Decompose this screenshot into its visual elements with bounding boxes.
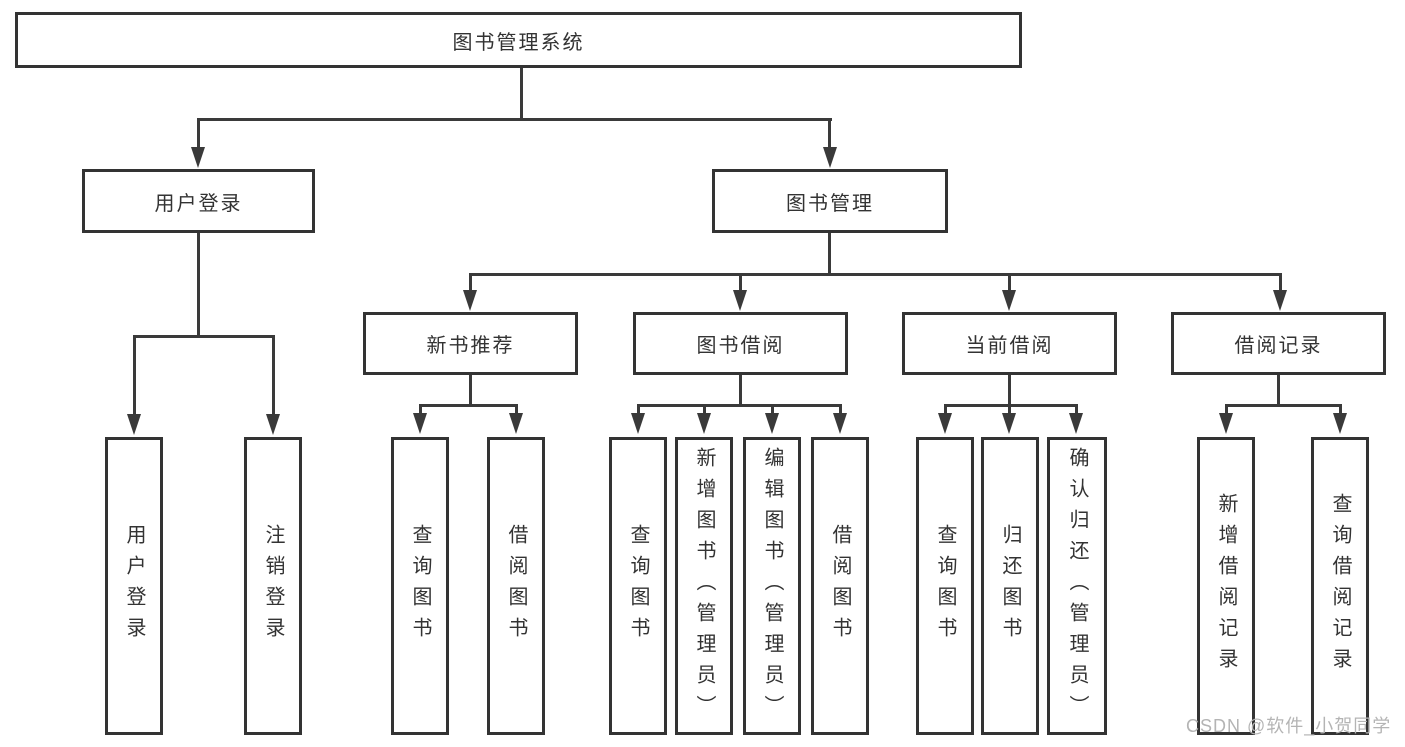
leaf-add-borrow-record-label: 新增借阅记录 [1215, 493, 1237, 679]
connector-current-bus [944, 404, 1078, 407]
connector-book-mgmt-stem [828, 233, 831, 273]
arrow-down-icon [509, 413, 523, 434]
connector-records-bus [1225, 404, 1342, 407]
arrow-down-icon [938, 413, 952, 434]
connector-user-login-bus [133, 335, 275, 338]
leaf-logout: 注销登录 [244, 437, 302, 735]
leaf-confirm-return-admin-label: 确认归还（管理员） [1066, 446, 1088, 726]
leaf-return-books: 归还图书 [981, 437, 1039, 735]
connector-user-login-stem [197, 233, 200, 335]
leaf-borrow-books-borrowing: 借阅图书 [811, 437, 869, 735]
node-current-borrowing-label: 当前借阅 [965, 335, 1054, 357]
leaf-user-login: 用户登录 [105, 437, 163, 735]
leaf-confirm-return-admin: 确认归还（管理员） [1047, 437, 1107, 735]
leaf-edit-books-admin: 编辑图书（管理员） [743, 437, 801, 735]
arrow-down-icon [1002, 413, 1016, 434]
leaf-edit-books-admin-label: 编辑图书（管理员） [761, 446, 783, 726]
leaf-borrow-books-recommend-label: 借阅图书 [505, 524, 527, 648]
connector-drop-leaf [703, 404, 706, 416]
connector-root-stem [520, 68, 523, 118]
leaf-query-borrow-record-label: 查询借阅记录 [1329, 493, 1351, 679]
arrow-down-icon [1273, 290, 1287, 311]
connector-book-mgmt-bus [469, 273, 1282, 276]
leaf-borrow-books-borrowing-label: 借阅图书 [829, 524, 851, 648]
connector-drop-leaf [839, 404, 842, 416]
connector-records-stem [1277, 375, 1280, 404]
leaf-query-books-borrowing-label: 查询图书 [627, 524, 649, 648]
node-user-login: 用户登录 [82, 169, 315, 233]
leaf-query-books-recommend: 查询图书 [391, 437, 449, 735]
leaf-query-books-recommend-label: 查询图书 [409, 524, 431, 648]
arrow-down-icon [631, 413, 645, 434]
arrow-down-icon [413, 413, 427, 434]
node-book-management: 图书管理 [712, 169, 948, 233]
connector-drop-leaf [419, 404, 422, 416]
node-book-management-label: 图书管理 [786, 192, 874, 215]
csdn-watermark: CSDN @软件_小贺同学 [1186, 716, 1392, 736]
arrow-down-icon [266, 414, 280, 435]
node-book-borrowing: 图书借阅 [633, 312, 848, 375]
connector-drop-leaf [944, 404, 947, 416]
node-borrowing-records: 借阅记录 [1171, 312, 1386, 375]
leaf-user-login-label: 用户登录 [123, 524, 145, 648]
connector-borrowing-bus [637, 404, 842, 407]
arrow-down-icon [697, 413, 711, 434]
connector-current-stem [1008, 375, 1011, 404]
connector-drop-records [1279, 273, 1282, 292]
arrow-down-icon [1333, 413, 1347, 434]
connector-drop-leaf [771, 404, 774, 416]
node-current-borrowing: 当前借阅 [902, 312, 1117, 375]
connector-new-rec-bus [419, 404, 518, 407]
node-user-login-label: 用户登录 [154, 192, 243, 215]
connector-root-bus [197, 118, 832, 121]
connector-drop-leaf [1339, 404, 1342, 416]
leaf-query-books-borrowing: 查询图书 [609, 437, 667, 735]
leaf-add-books-admin: 新增图书（管理员） [675, 437, 733, 735]
connector-drop-login-leaf [133, 335, 136, 417]
node-book-borrowing-label: 图书借阅 [696, 335, 785, 357]
node-new-book-recommend: 新书推荐 [363, 312, 578, 375]
connector-drop-leaf [1075, 404, 1078, 416]
leaf-add-books-admin-label: 新增图书（管理员） [693, 446, 715, 726]
leaf-return-books-label: 归还图书 [999, 524, 1021, 648]
leaf-query-books-current-label: 查询图书 [934, 524, 956, 648]
connector-drop-borrowing [739, 273, 742, 292]
connector-drop-new-rec [469, 273, 472, 292]
leaf-logout-label: 注销登录 [262, 524, 284, 648]
arrow-down-icon [191, 147, 205, 168]
arrow-down-icon [1219, 413, 1233, 434]
leaf-query-borrow-record: 查询借阅记录 [1311, 437, 1369, 735]
connector-drop-leaf [1225, 404, 1228, 416]
leaf-add-borrow-record: 新增借阅记录 [1197, 437, 1255, 735]
connector-drop-logout-leaf [272, 335, 275, 417]
connector-drop-user-login [197, 118, 200, 151]
connector-borrowing-stem [739, 375, 742, 404]
node-root-library-system: 图书管理系统 [15, 12, 1022, 68]
arrow-down-icon [1069, 413, 1083, 434]
connector-drop-leaf [1008, 404, 1011, 416]
node-borrowing-records-label: 借阅记录 [1234, 335, 1323, 357]
leaf-borrow-books-recommend: 借阅图书 [487, 437, 545, 735]
arrow-down-icon [733, 290, 747, 311]
connector-drop-book-mgmt [828, 118, 831, 151]
arrow-down-icon [765, 413, 779, 434]
connector-drop-leaf [515, 404, 518, 416]
node-root-label: 图书管理系统 [452, 31, 585, 54]
arrow-down-icon [833, 413, 847, 434]
connector-drop-current [1008, 273, 1011, 292]
node-new-book-recommend-label: 新书推荐 [426, 335, 515, 357]
connector-new-rec-stem [469, 375, 472, 404]
leaf-query-books-current: 查询图书 [916, 437, 974, 735]
arrow-down-icon [1002, 290, 1016, 311]
arrow-down-icon [127, 414, 141, 435]
arrow-down-icon [823, 147, 837, 168]
arrow-down-icon [463, 290, 477, 311]
connector-drop-leaf [637, 404, 640, 416]
